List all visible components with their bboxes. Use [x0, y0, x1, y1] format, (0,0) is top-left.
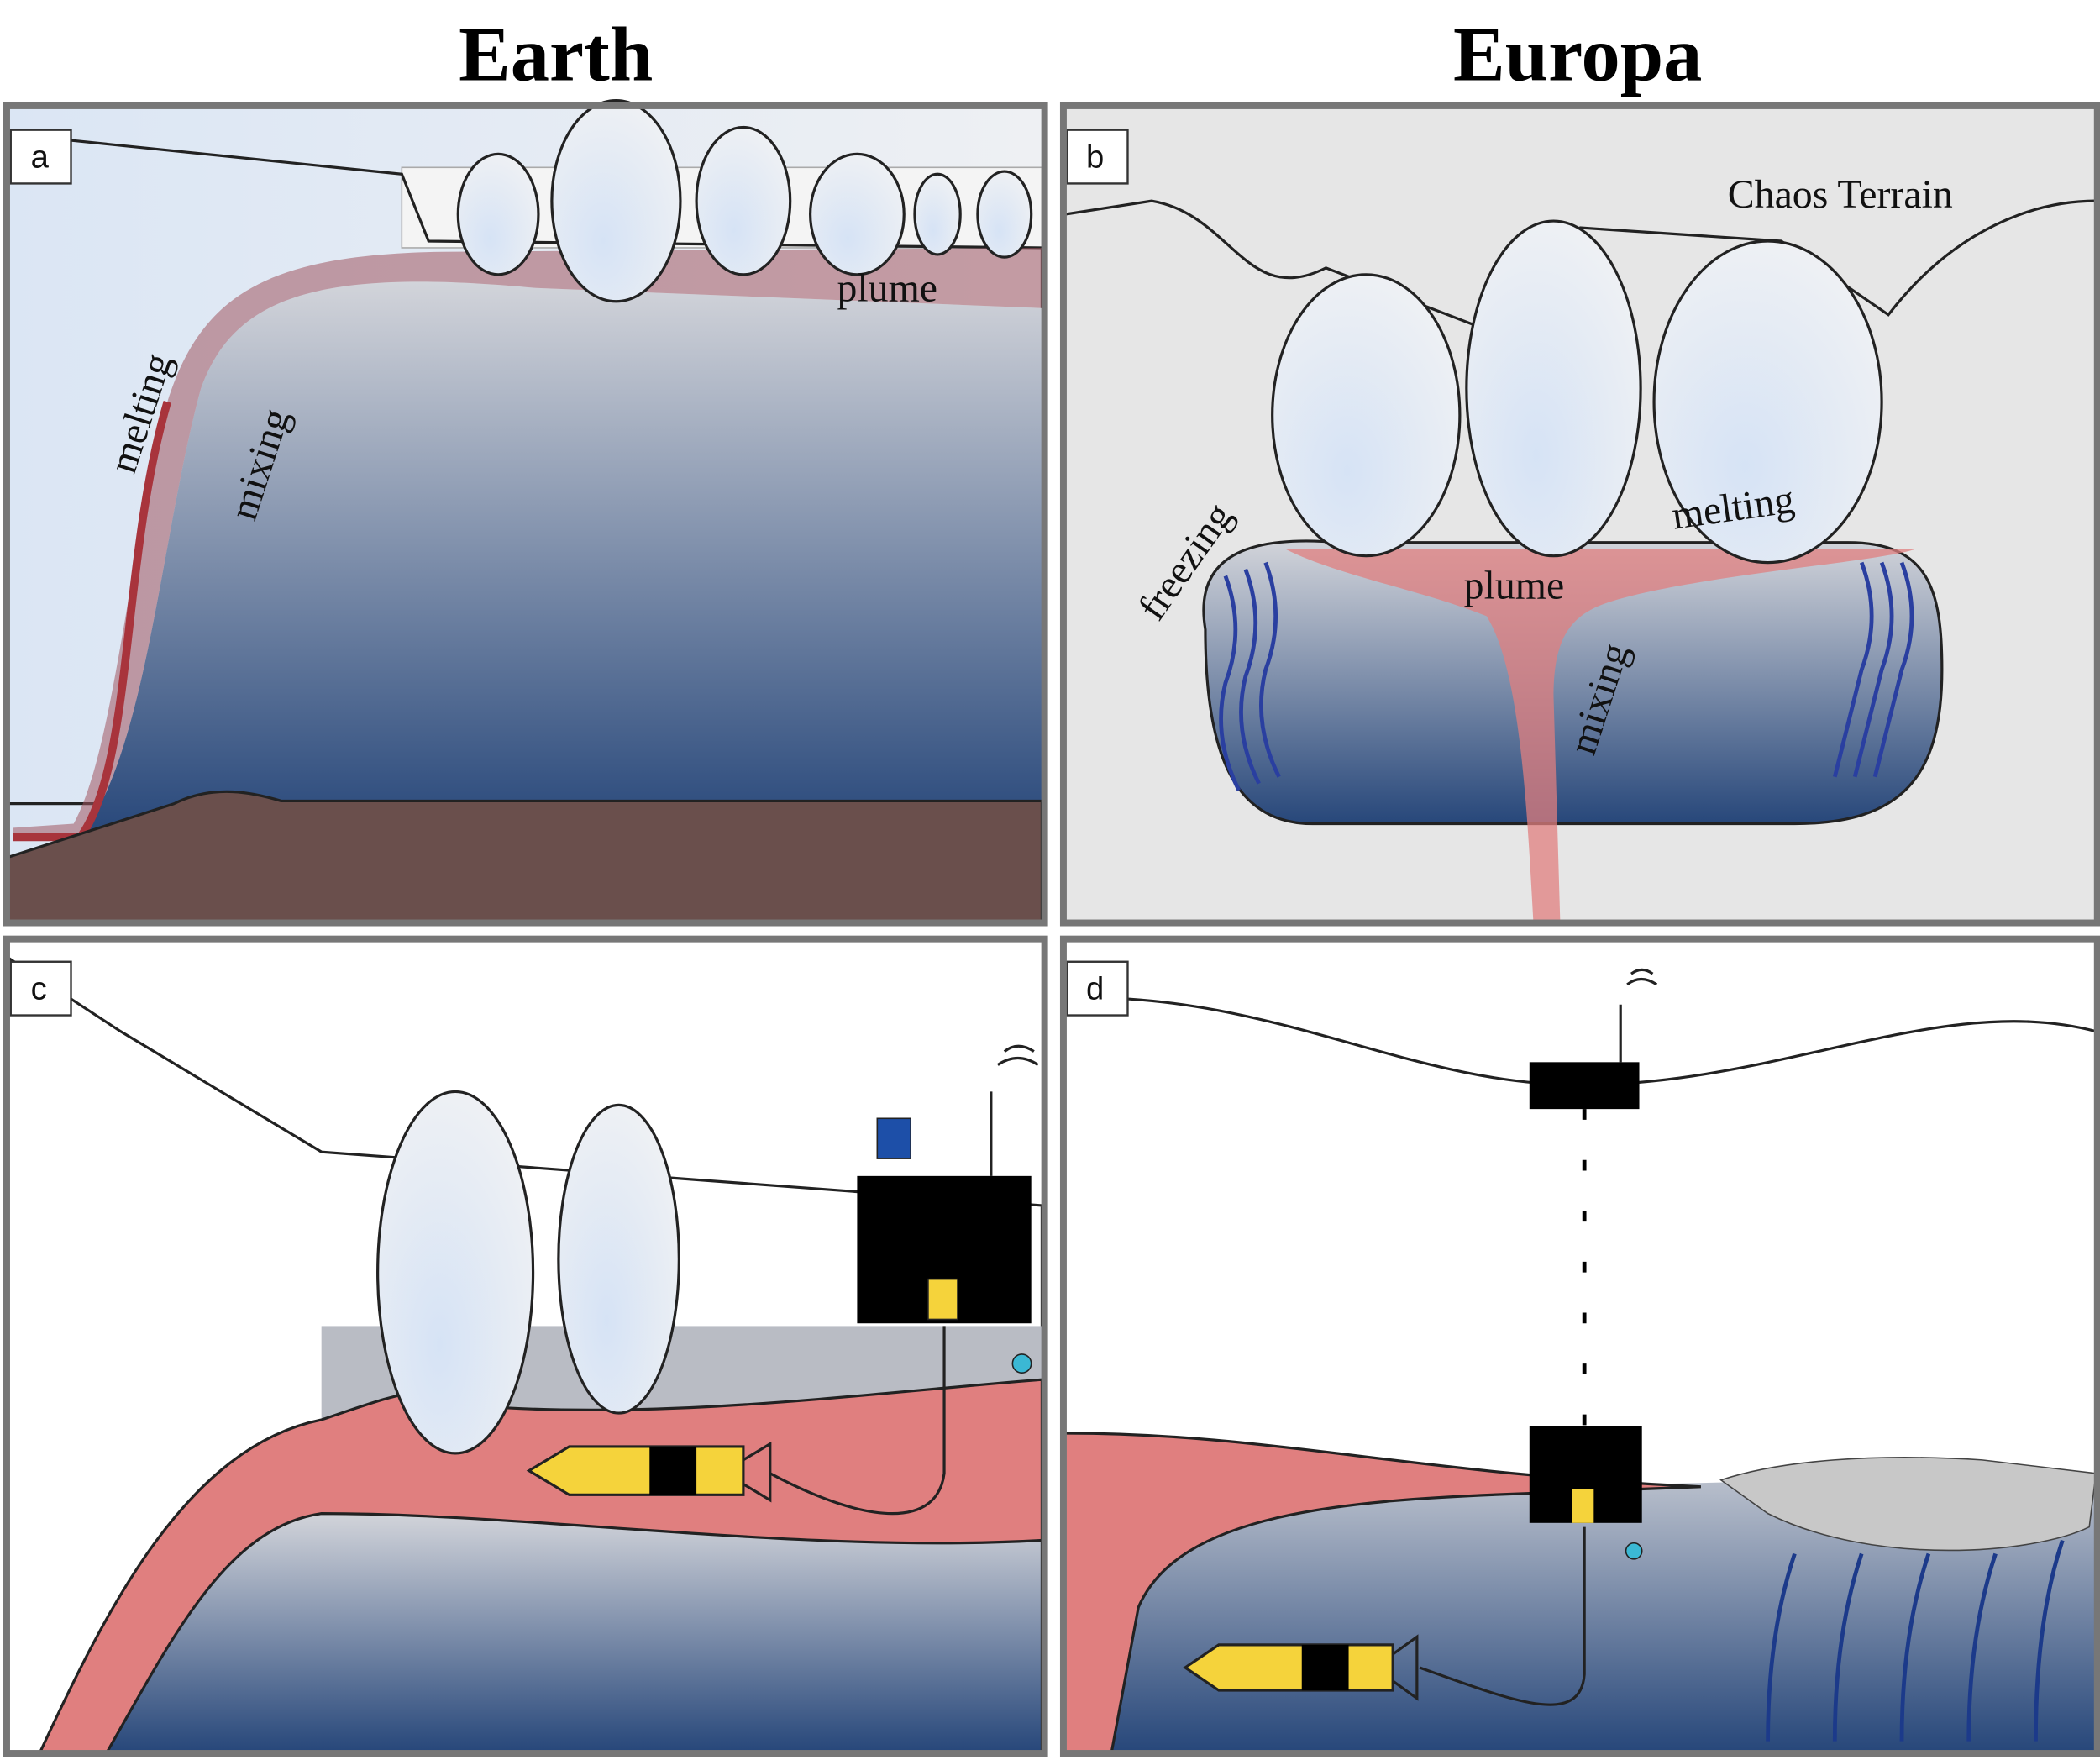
ocean — [104, 1512, 1044, 1754]
seafloor — [6, 790, 1044, 923]
probe — [526, 1441, 772, 1503]
probe — [1183, 1634, 1419, 1701]
panel-letter-c: c — [31, 970, 47, 1006]
label-plume: plume — [1464, 564, 1565, 608]
slush-layer — [1719, 1457, 2097, 1552]
subsurface-lake — [1202, 539, 1944, 826]
antenna-signal-icon — [996, 1044, 1039, 1066]
plume-layer — [1063, 1432, 1701, 1754]
title-earth: Earth — [459, 13, 653, 98]
panel-a: plume melting mixing a — [3, 98, 1048, 927]
lightning-icon — [927, 1278, 958, 1321]
panel-letter-d: d — [1086, 970, 1104, 1006]
surface-station — [1529, 1062, 1640, 1110]
panel-c: c — [3, 935, 1048, 1757]
title-europa: Europa — [1453, 13, 1702, 98]
label-chaos-terrain: Chaos Terrain — [1728, 172, 1953, 217]
antenna-signal-icon — [1626, 968, 1658, 986]
ocean — [80, 281, 1042, 838]
ice-blocks — [1271, 219, 1883, 565]
ice-blocks — [456, 98, 1033, 303]
ice-blocks — [376, 1090, 680, 1455]
label-plume: plume — [837, 266, 937, 311]
panel-letter-a: a — [31, 139, 50, 175]
panel-letter-b: b — [1086, 139, 1104, 175]
beacon-icon — [876, 1117, 911, 1159]
panel-b: Chaos Terrain freezing melting plume mix… — [1059, 102, 2100, 927]
lightning-icon — [1572, 1489, 1594, 1523]
panel-d: d — [1059, 935, 2100, 1757]
